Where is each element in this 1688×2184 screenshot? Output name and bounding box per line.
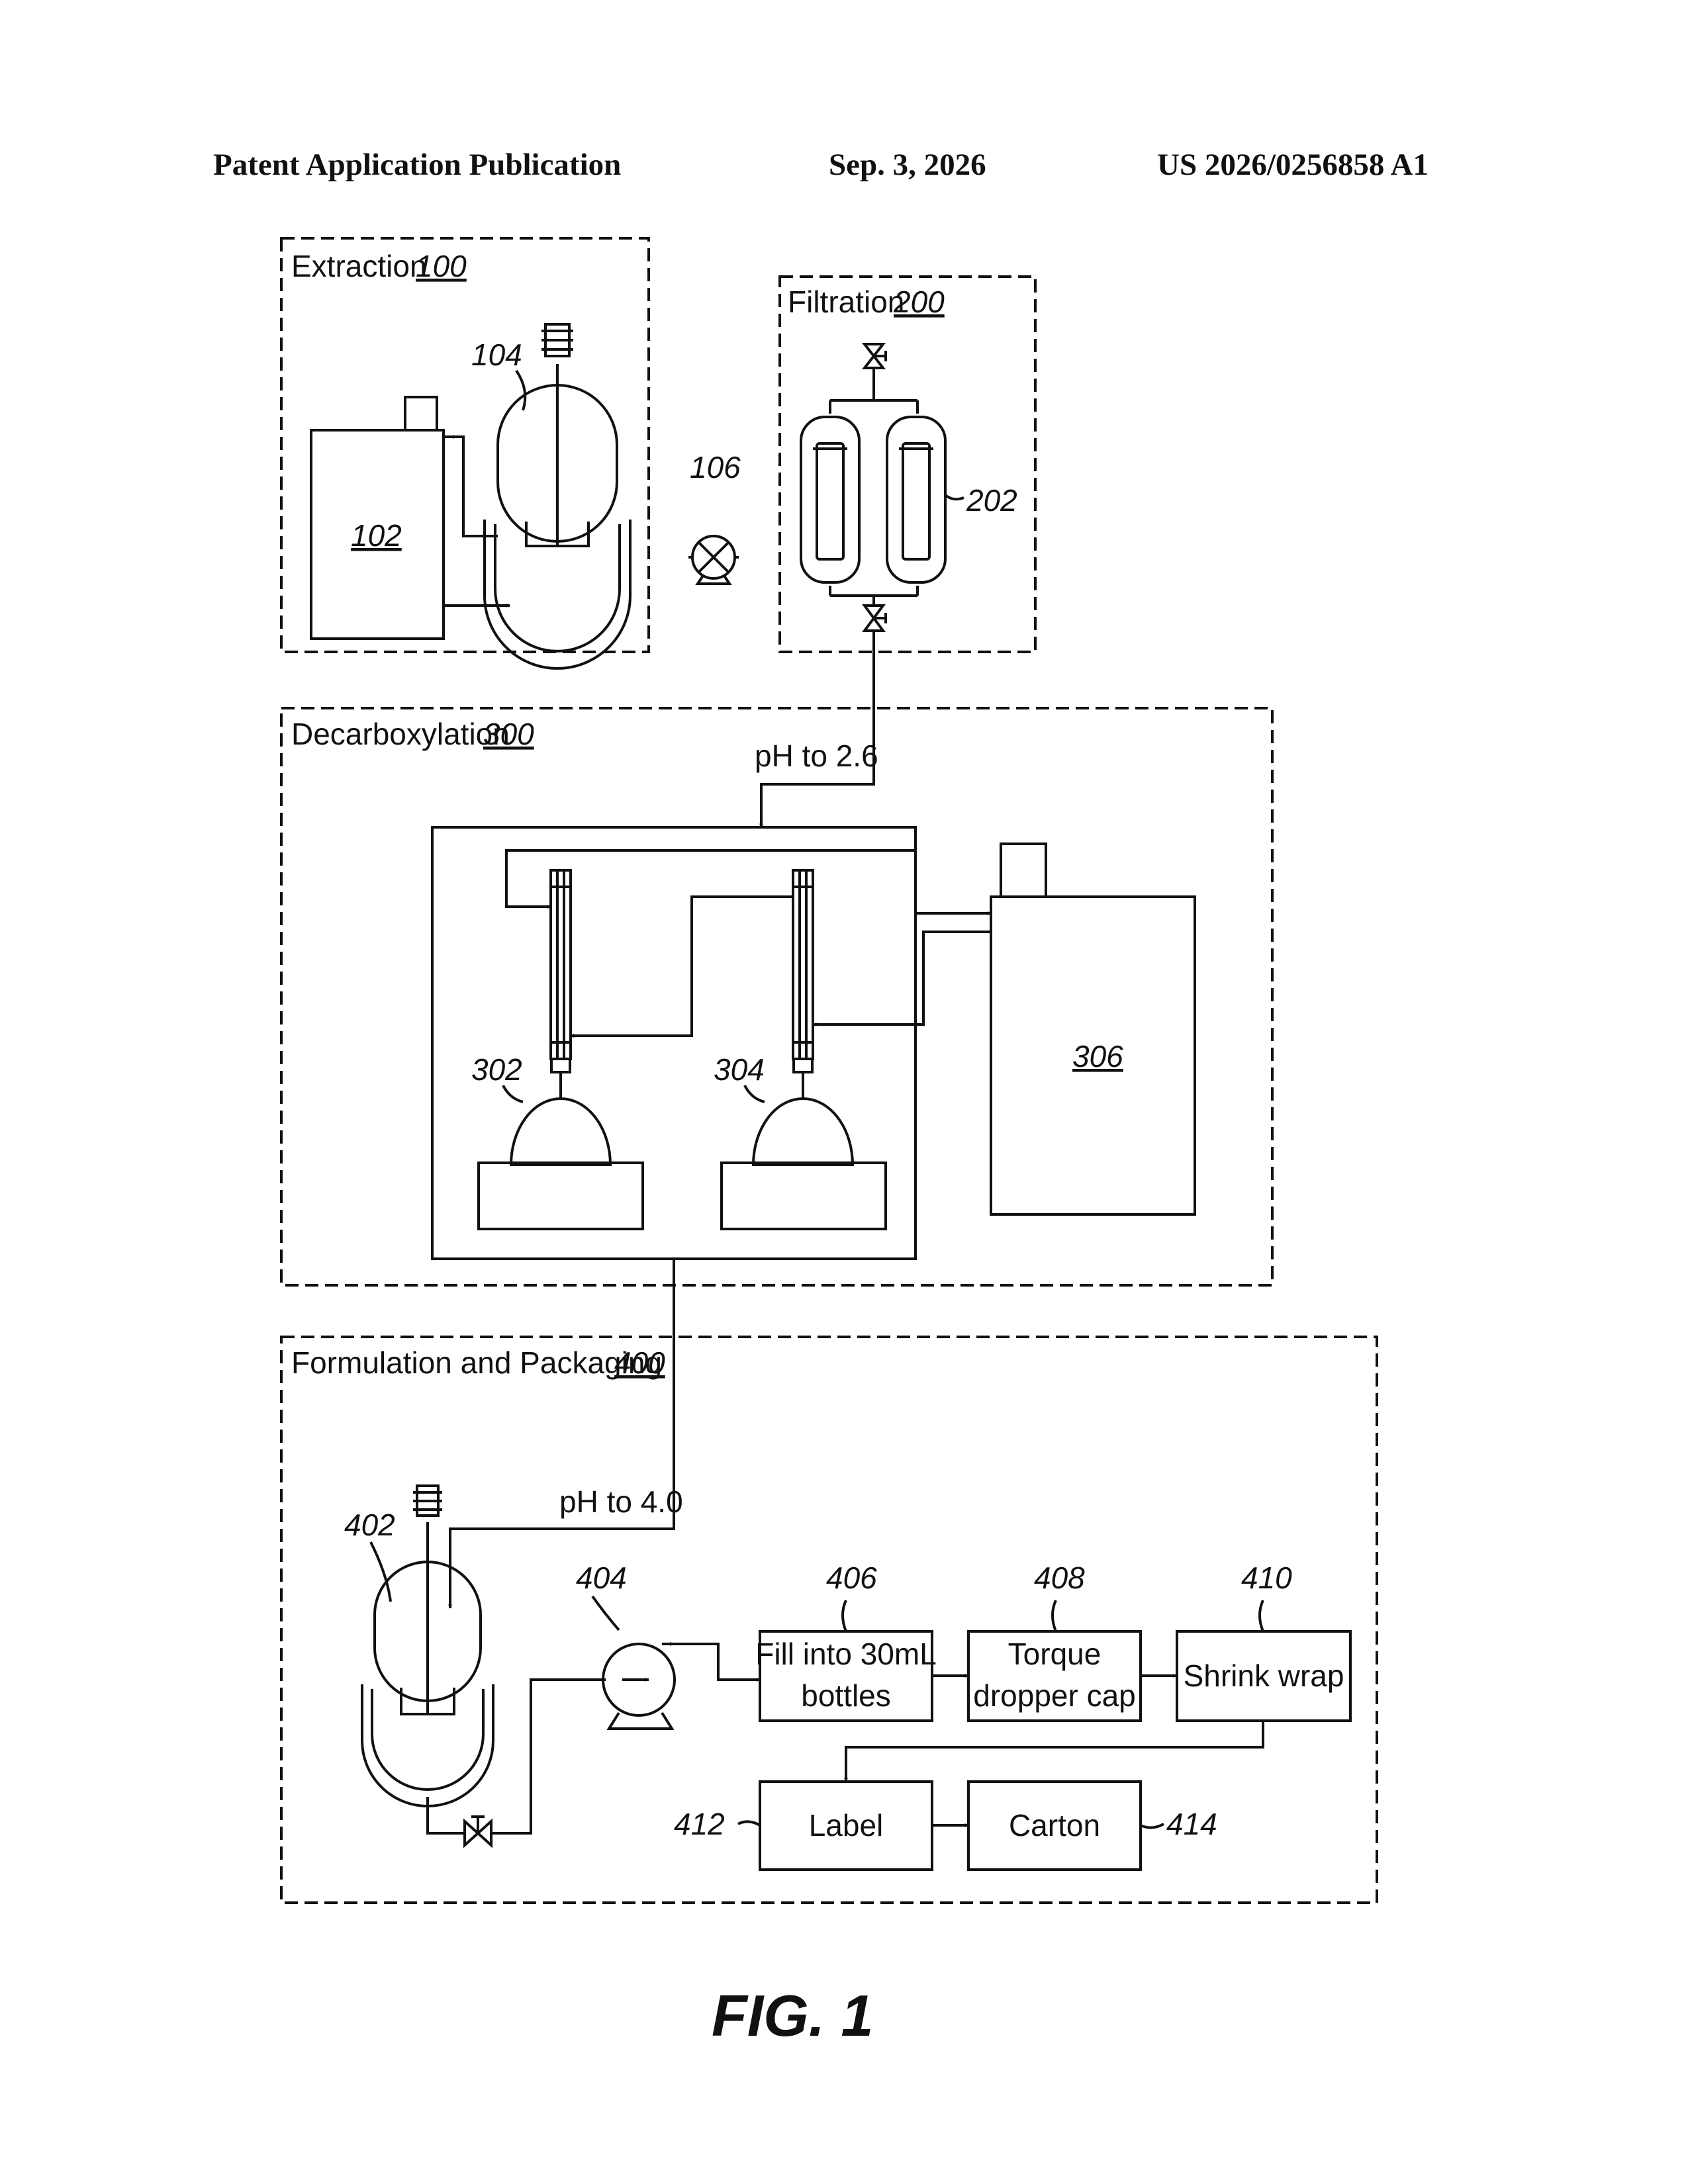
heater-302: [479, 1163, 643, 1229]
coolant-supply-302: [506, 850, 991, 913]
ref-202: 202: [966, 483, 1017, 518]
leader-412: [738, 1821, 760, 1825]
decarboxylation-ref: 300: [483, 717, 534, 751]
coolant-return-302: [571, 897, 793, 1036]
step-406-line1: Fill into 30mL: [755, 1637, 937, 1671]
figure-label: FIG. 1: [712, 1982, 874, 2050]
ref-406: 406: [826, 1561, 877, 1595]
leader-104: [516, 371, 525, 410]
filtration-title: Filtration: [788, 285, 904, 319]
step-408-line1: Torque: [1008, 1637, 1102, 1671]
step-414-text: Carton: [1009, 1808, 1100, 1843]
coolant-line-304: [813, 932, 991, 1024]
arrow-410-412: [846, 1721, 1263, 1782]
ref-404: 404: [576, 1561, 627, 1595]
flow-decarb-to-formulation: [450, 1259, 674, 1608]
ref-306: 306: [1072, 1039, 1123, 1073]
ref-402: 402: [344, 1508, 395, 1542]
ref-104: 104: [471, 338, 522, 372]
ref-412: 412: [674, 1807, 725, 1841]
leader-302: [503, 1085, 523, 1102]
ph-label-2-6: pH to 2.6: [755, 739, 878, 773]
filter-housings-202: [801, 371, 945, 606]
reactor-104: [485, 324, 630, 668]
leader-408: [1053, 1600, 1056, 1631]
jacket-return-line: [450, 437, 498, 536]
filtration-bottom-valve: [865, 606, 886, 631]
leader-414: [1141, 1824, 1164, 1828]
decarboxylation-title: Decarboxylation: [291, 717, 510, 751]
extraction-ref: 100: [416, 249, 467, 283]
step-406-line2: bottles: [801, 1678, 891, 1713]
ref-304: 304: [714, 1052, 765, 1087]
step-412-text: Label: [809, 1808, 884, 1843]
formulation-ref: 400: [614, 1345, 665, 1380]
ph-label-4-0: pH to 4.0: [559, 1484, 683, 1519]
ref-410: 410: [1241, 1561, 1292, 1595]
leader-304: [745, 1085, 765, 1102]
leader-406: [843, 1600, 846, 1631]
pump-106: [688, 536, 739, 584]
extraction-section-box: [281, 238, 649, 652]
step-408-line2: dropper cap: [973, 1678, 1136, 1713]
pump-404: [603, 1644, 760, 1729]
condenser-304: [722, 870, 886, 1229]
filtration-ref: 200: [893, 285, 945, 319]
ref-302: 302: [471, 1052, 522, 1087]
chiller-102-top-unit: [405, 397, 437, 430]
decarb-enclosure: [432, 827, 915, 1259]
extraction-title: Extraction: [291, 249, 427, 283]
chiller-306-top-unit: [1001, 844, 1046, 897]
ref-106: 106: [690, 450, 741, 484]
ref-414: 414: [1166, 1807, 1217, 1841]
formulation-title: Formulation and Packaging: [291, 1345, 662, 1380]
leader-202: [945, 495, 964, 499]
leader-410: [1260, 1600, 1263, 1631]
step-410-text: Shrink wrap: [1184, 1659, 1344, 1693]
condenser-302: [479, 870, 643, 1229]
heater-304: [722, 1163, 886, 1229]
decarboxylation-section-box: [281, 708, 1272, 1285]
ref-408: 408: [1034, 1561, 1085, 1595]
ref-102: 102: [351, 518, 402, 553]
flow-filtration-to-decarb: [761, 631, 874, 827]
filtration-top-valve: [865, 344, 886, 371]
leader-404: [592, 1596, 619, 1630]
